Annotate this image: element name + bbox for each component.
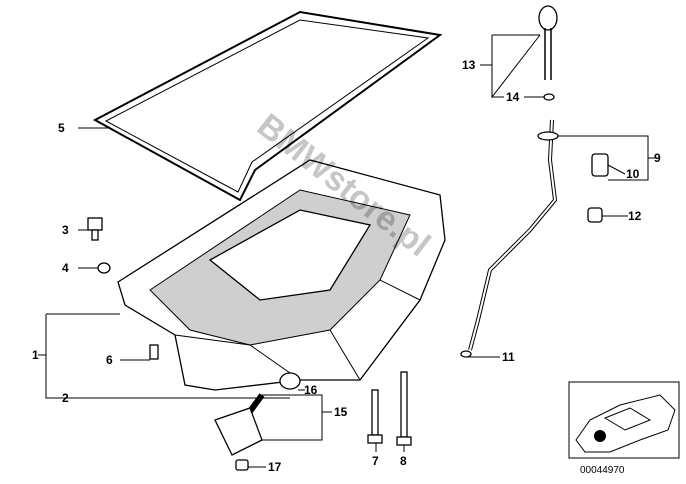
- bolt-6: [149, 344, 159, 360]
- leader-lines: [38, 34, 655, 468]
- callout-6[interactable]: 6: [106, 353, 113, 367]
- callout-7[interactable]: 7: [372, 454, 379, 468]
- callout-3[interactable]: 3: [62, 223, 69, 237]
- oil-pan-gasket: [92, 10, 443, 202]
- o-ring-14: [543, 93, 555, 101]
- o-ring-16: [279, 372, 301, 390]
- drain-plug: [87, 217, 103, 241]
- callout-11[interactable]: 11: [502, 350, 515, 364]
- suction-pipe: [214, 393, 265, 456]
- callout-14[interactable]: 14: [506, 90, 520, 104]
- dipstick: [538, 5, 558, 80]
- vehicle-locator-inset: 00044970: [568, 381, 680, 476]
- o-ring-11: [460, 350, 472, 358]
- callout-15[interactable]: 15: [334, 405, 348, 419]
- callout-8[interactable]: 8: [400, 454, 407, 468]
- callout-12[interactable]: 12: [628, 209, 642, 223]
- callout-5[interactable]: 5: [58, 121, 65, 135]
- bolt-7: [367, 389, 383, 444]
- callout-10[interactable]: 10: [626, 167, 640, 181]
- bracket-10: [591, 153, 609, 177]
- location-marker: [594, 430, 606, 442]
- dipstick-guide-tube: [468, 119, 558, 351]
- bolt-12: [587, 207, 603, 223]
- oil-pan: [117, 159, 446, 391]
- sealing-washer: [97, 262, 111, 274]
- callout-1[interactable]: 1: [32, 348, 39, 362]
- bolt-8: [396, 371, 412, 446]
- callout-9[interactable]: 9: [654, 151, 661, 165]
- diagram-code: 00044970: [580, 465, 625, 476]
- callout-17[interactable]: 17: [268, 460, 282, 474]
- nut-17: [235, 459, 249, 471]
- callout-16[interactable]: 16: [304, 383, 318, 397]
- callout-4[interactable]: 4: [62, 261, 69, 275]
- callout-2[interactable]: 2: [62, 391, 69, 405]
- callout-13[interactable]: 13: [462, 58, 476, 72]
